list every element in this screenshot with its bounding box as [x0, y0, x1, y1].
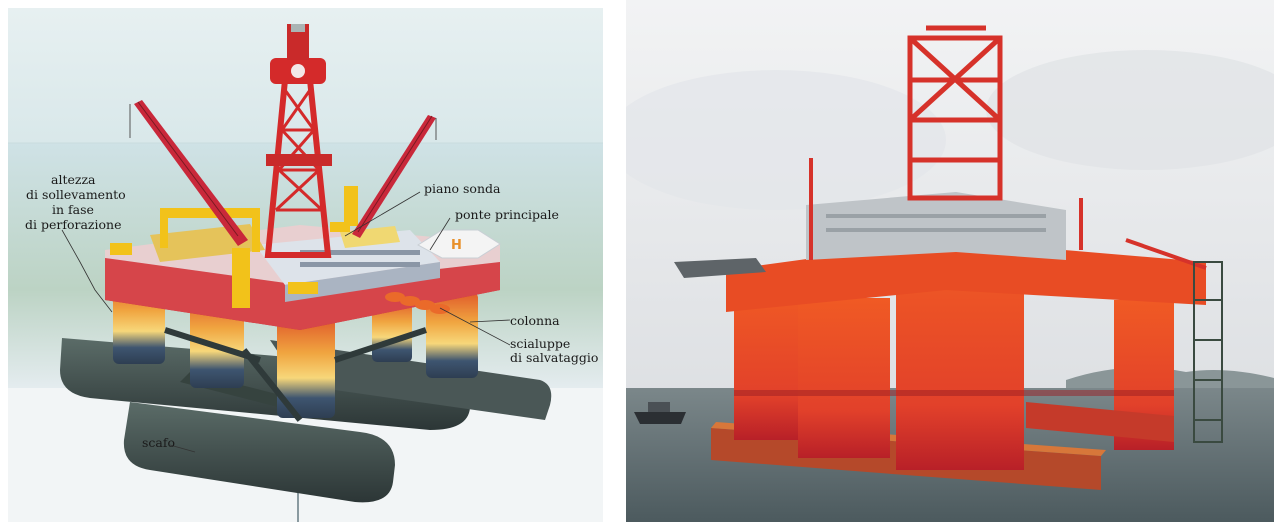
label-scialuppe: scialuppe di salvataggio	[510, 336, 598, 365]
label-colonna: colonna	[510, 313, 560, 328]
photo-helideck	[674, 258, 766, 278]
columns	[113, 282, 478, 418]
label-altezza: altezza di sollevamento in fase di perfo…	[25, 172, 130, 232]
small-boat	[634, 402, 686, 424]
label-scafo: scafo	[142, 435, 175, 450]
rig-diagram: H	[0, 0, 608, 522]
svg-text:H: H	[451, 238, 462, 253]
rig-diagram-panel: H	[0, 0, 608, 522]
photo-scaffold	[1193, 261, 1223, 443]
label-piano-sonda: piano sonda	[424, 181, 501, 196]
braces	[164, 327, 427, 422]
leader-lines	[61, 191, 511, 453]
rig-photo-panel	[626, 0, 1274, 522]
cranes	[129, 100, 437, 246]
derrick	[264, 24, 332, 258]
lifeboats	[385, 292, 450, 314]
photo-derrick	[907, 25, 1003, 201]
rig-photo	[626, 0, 1274, 522]
label-ponte-principale: ponte principale	[455, 207, 559, 222]
deck-equipment	[110, 186, 358, 308]
photo-deck	[726, 240, 1206, 312]
photo-cranes	[809, 158, 1207, 270]
